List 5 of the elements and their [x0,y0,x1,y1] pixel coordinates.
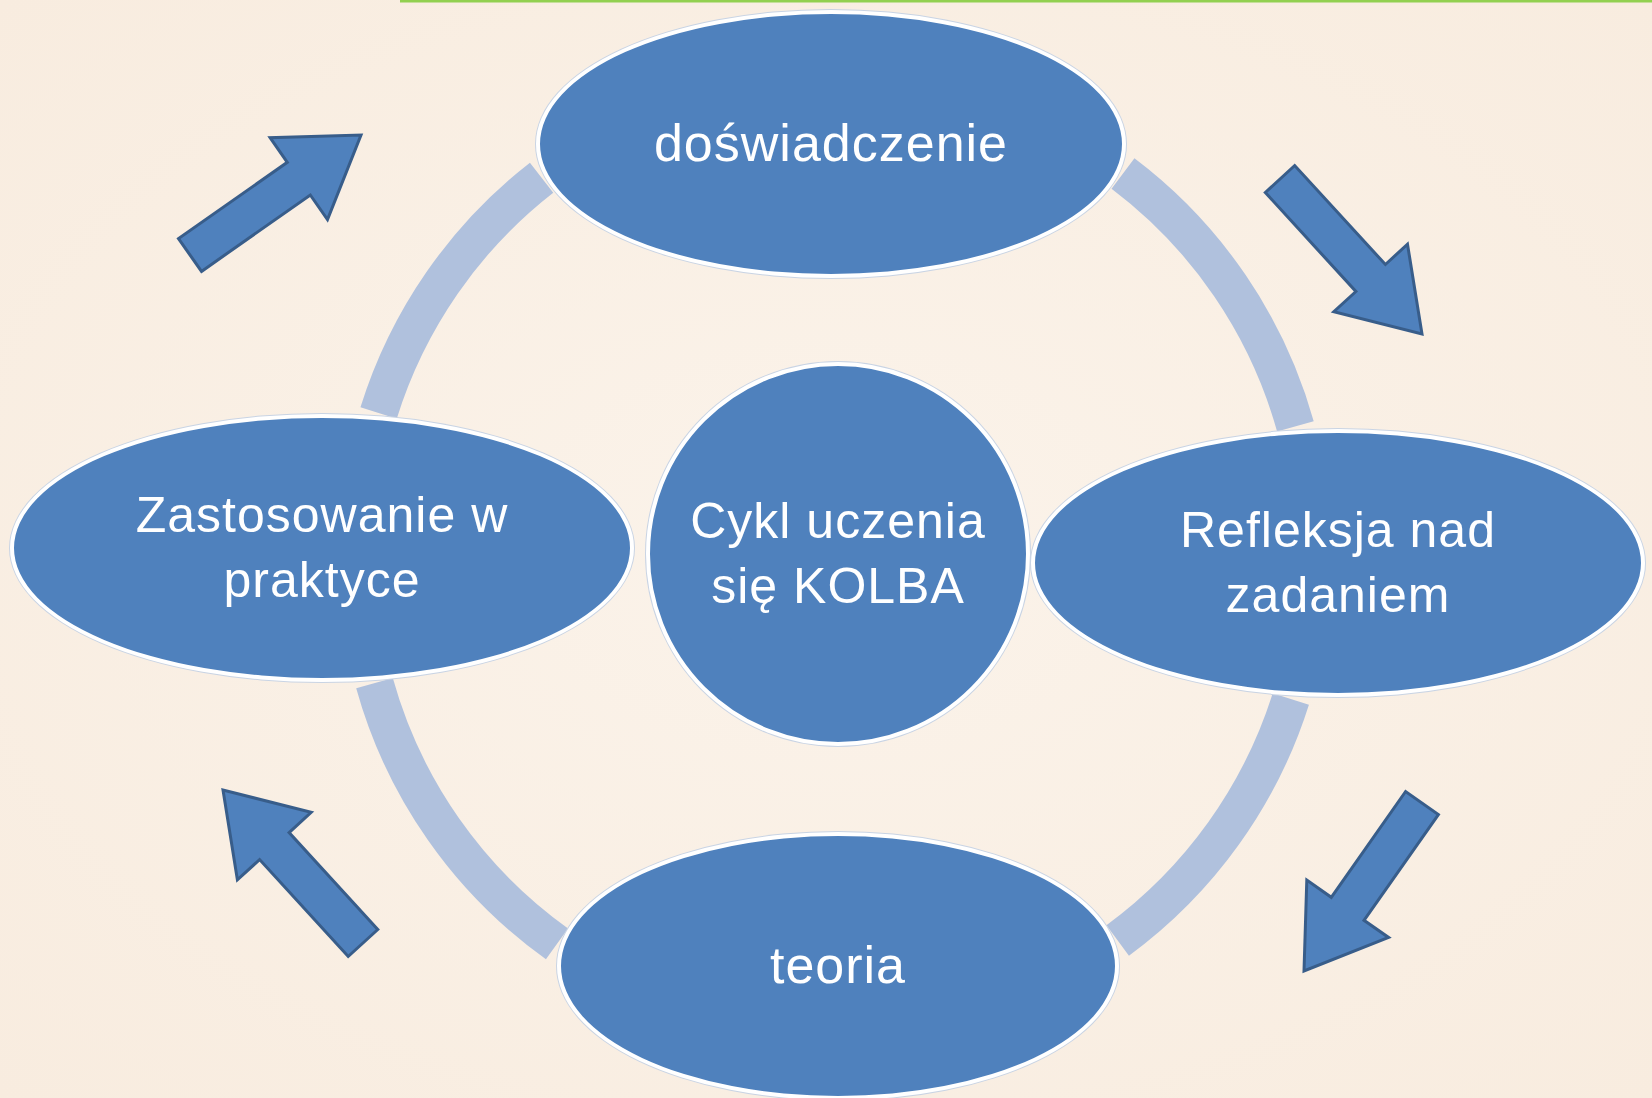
node-text: Cykl uczenia się KOLBA [689,492,987,616]
node-text: teoria [769,935,907,997]
node-text: Refleksja nad zadaniem [1179,501,1497,625]
node-text: doświadczenie [653,113,1009,175]
node-text: Zastosowanie w praktyce [134,486,510,610]
